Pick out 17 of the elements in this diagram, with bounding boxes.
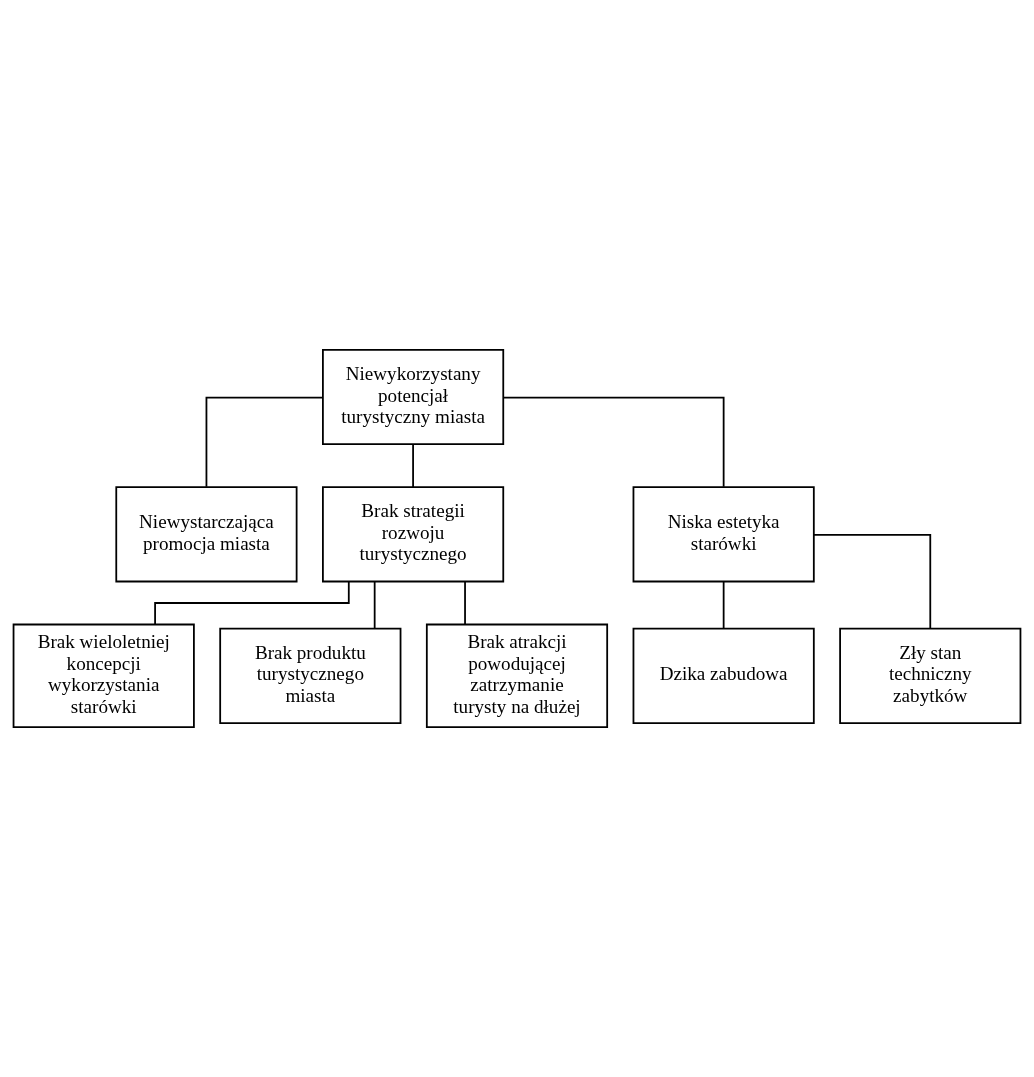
node-box: Dzika zabudowa: [632, 627, 815, 724]
connector: [502, 396, 725, 488]
node-box: Brak atrakcji powodującej zatrzymanie turysty na dłużej: [425, 623, 609, 729]
node-box: Brak strategii rozwoju turystycznego: [322, 486, 505, 583]
node-box: Zły stan techniczny zabytków: [839, 627, 1022, 724]
node-box: Niewykorzystany potencjał turystyczny miasta: [322, 348, 505, 446]
connector: [412, 443, 414, 488]
node-box: Brak wieloletniej koncepcji wykorzystania starówki: [12, 623, 195, 729]
node-box: Niska estetyka starówki: [632, 486, 815, 583]
connector: [722, 580, 725, 630]
node-box: Niewystarczająca promocja miasta: [115, 486, 298, 583]
connector: [205, 396, 324, 488]
connector: [154, 580, 350, 626]
node-box: Brak produktu turystycznego miasta: [219, 627, 402, 724]
connector: [373, 580, 376, 630]
connector: [813, 534, 932, 630]
connector: [464, 580, 466, 626]
